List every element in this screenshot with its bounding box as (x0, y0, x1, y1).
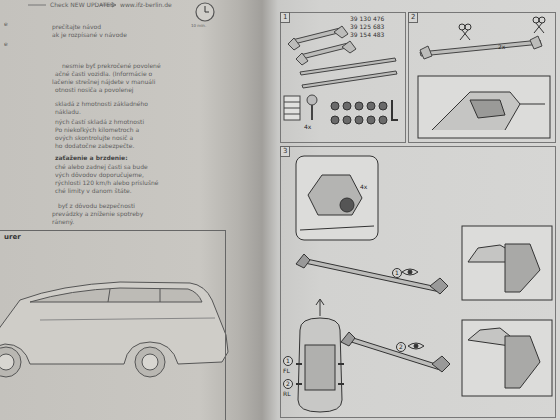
text-line: ché limity v danom štáte. (55, 187, 132, 194)
quantity: 2x (498, 43, 505, 50)
text-line: ho dodatočne zabezpečte. (55, 142, 134, 149)
text-line: ak je rozpísané v návode (52, 31, 127, 38)
text-line: ačné časti vozidla. (Informácie o (55, 70, 152, 77)
text-line: rýchlosti 120 km/h alebo príslušné (55, 179, 159, 186)
position-label: RL (283, 390, 291, 397)
text-line: nákladu. (55, 108, 81, 115)
text-line: ché alebo zadnej časti sa bude (55, 163, 148, 170)
text-panel: urer (0, 230, 226, 420)
text-line: otnosti nosiča a povolenej (55, 86, 134, 93)
callout-number: 1 (392, 268, 402, 278)
header-note: Check NEW UPDATES (50, 1, 114, 8)
step-number: 3 (280, 146, 290, 157)
time-note: 10 min. (191, 22, 206, 29)
step-number: 1 (280, 12, 290, 23)
text-line: prevádzky a zníženie spotreby (52, 210, 143, 217)
quantity: 4x (304, 123, 311, 130)
text-line: ových skontrolujte nosič a (55, 134, 133, 141)
panel-heading: urer (4, 233, 21, 241)
part-number: 39 125 683 (350, 23, 384, 30)
callout-number: 2 (396, 342, 406, 352)
part-number: 39 130 476 (350, 15, 384, 22)
text-line: vých dôvodov doporučujeme, (55, 171, 144, 178)
web-address: www.ifz-berlin.de (120, 1, 172, 8)
text-line: Po niekoľkých kilometroch a (55, 126, 139, 133)
text-line: lačenie strešnej nájdete v manuáli (52, 78, 155, 85)
text-line: byť z dôvodu bezpečnosti (58, 202, 135, 209)
part-number: 39 154 483 (350, 31, 384, 38)
text-line: prečítajte návod (52, 23, 101, 30)
step-box: 3 (280, 146, 556, 418)
text-line: e (4, 40, 8, 47)
step-box: 1 (280, 12, 406, 143)
text-line: e (4, 20, 8, 27)
text-line: ránený. (52, 218, 74, 225)
position-label: FL (283, 367, 290, 374)
quantity: 4x (360, 183, 367, 190)
text-line: skladá z hmotnosti základného (55, 100, 148, 107)
callout-number: 2 (283, 379, 293, 389)
text-line: ných častí skladá z hmotnosti (55, 118, 144, 125)
step-box: 2 (408, 12, 556, 143)
text-line: nesmie byť prekročené povolené (62, 62, 161, 69)
text-heading: zaťaženie a brzdenie: (55, 154, 128, 161)
step-number: 2 (408, 12, 418, 23)
callout-number: 1 (283, 356, 293, 366)
